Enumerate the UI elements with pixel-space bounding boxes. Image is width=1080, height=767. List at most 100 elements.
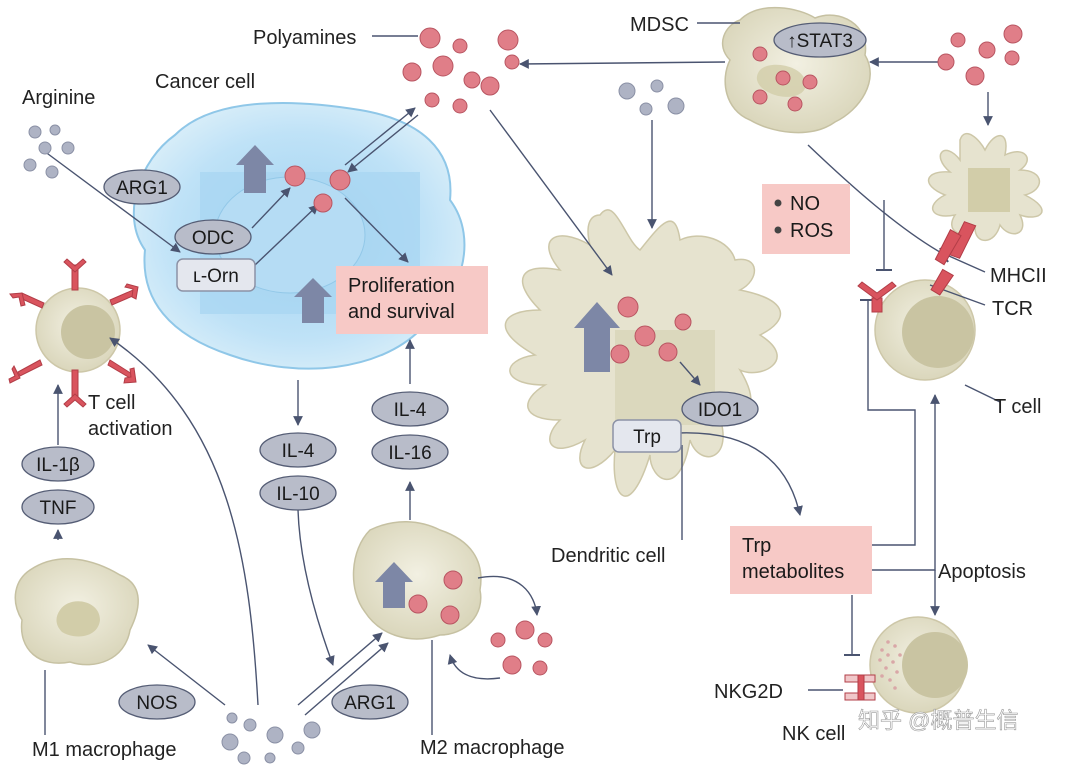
nkg2d-label: NKG2D (714, 681, 783, 703)
il1b-pill: IL-1β (21, 446, 95, 482)
trp-to-metabolites-arrow (677, 432, 803, 516)
trp-metabolites-line-2: metabolites (742, 561, 844, 583)
il16-pill: IL-16 (371, 434, 449, 470)
arginine-to-lorn-arrow (39, 147, 181, 253)
mdsc-label: MDSC (630, 14, 689, 36)
polyamine-dot (463, 71, 481, 89)
polyamine-dot (408, 594, 428, 614)
polyamine-to-ido1-arrow (679, 361, 701, 386)
mhcii-tcr-receptors (930, 221, 977, 296)
arginine-dot (45, 165, 59, 179)
apoptosis-label: Apoptosis (938, 561, 1026, 583)
polyamine-dot (937, 53, 955, 71)
l-orn-label: ʟ-Orn (193, 266, 239, 287)
proliferation-line-1: Proliferation (348, 275, 455, 297)
arginine-dot (650, 79, 664, 93)
arginine-dot (226, 712, 238, 724)
dendritic-cell-label: Dendritic cell (551, 545, 665, 567)
ido1-label: IDO1 (698, 400, 742, 421)
polyamine-dot (490, 632, 506, 648)
polyamine-dot (502, 655, 522, 675)
ros-label: ROS (790, 220, 833, 242)
polyamine-dot (965, 66, 985, 86)
odc-pill: ODC (174, 219, 252, 255)
no-ros-box: NO ROS (762, 184, 850, 254)
pathway-arrows (39, 22, 1001, 735)
polyamine-dot (610, 344, 630, 364)
polyamine-dot (329, 169, 351, 191)
nk-cell-label: NK cell (782, 723, 845, 745)
odc-to-polyamine-arrow (251, 187, 291, 229)
il10-to-m2-arrow (297, 509, 335, 666)
polyamine-dot (658, 342, 678, 362)
polyamine-dot (515, 620, 535, 640)
protein-pills: ↑STAT3ARG1ODCIL-1βTNFIL-4IL-10IL-4IL-16N… (21, 22, 867, 720)
arginine-to-m2-arrow-2 (304, 642, 389, 716)
il1b-label: IL-1β (36, 455, 80, 476)
arginine-dot (61, 141, 75, 155)
polyamine-dot (802, 74, 818, 90)
arginine-dot (49, 124, 61, 136)
trp-metabolites-line-1: Trp (742, 535, 771, 557)
il10-label: IL-10 (276, 484, 319, 505)
arginine-label: Arginine (22, 87, 95, 109)
activated-t-cell (35, 287, 121, 373)
polyamine-dot (634, 325, 656, 347)
tnf-label: TNF (40, 498, 77, 519)
il16-label: IL-16 (388, 443, 431, 464)
cancer-polyamine-in-arrow (347, 114, 419, 173)
watermark-text: 知乎 @概普生信 (858, 708, 1018, 733)
t-cell (874, 279, 976, 381)
arg1-top-label: ARG1 (116, 178, 168, 199)
polyamine-dot (752, 46, 768, 62)
polyamine-dot (537, 632, 553, 648)
arginine-dot (291, 741, 305, 755)
tcell-left-receptor (857, 281, 897, 313)
polyamine-dot (950, 32, 966, 48)
stat3-pill: ↑STAT3 (773, 22, 867, 58)
polyamines-to-dendritic-arrow (489, 109, 613, 276)
polyamines-label: Polyamines (253, 27, 356, 49)
tcr-label: TCR (992, 298, 1033, 320)
m2-up-arrow (375, 562, 413, 608)
arginine-dot (23, 158, 37, 172)
polyamine-dot (452, 38, 468, 54)
polyamine-dot (419, 27, 441, 49)
proliferation-line-2: and survival (348, 301, 455, 323)
nk-cell (869, 616, 968, 714)
cancer-cell-up-arrow (236, 145, 274, 193)
ros-bullet-icon (774, 226, 782, 234)
arginine-to-m2-arrow-1 (297, 632, 383, 706)
arginine-to-m1-arrow (147, 644, 226, 706)
lorn-to-polyamine-arrow (254, 204, 319, 266)
mdsc-to-polyamines-arrow (519, 59, 726, 69)
mhcii-label: MHCII (990, 265, 1047, 287)
no-label: NO (790, 193, 820, 215)
m2-macrophage-label: M2 macrophage (420, 737, 565, 759)
polyamine-dot (452, 98, 468, 114)
receptors (8, 221, 977, 701)
arginine-dot (243, 718, 257, 732)
no-bullet-icon (774, 199, 782, 207)
polyamine-dot (440, 605, 460, 625)
arg1-bottom-pill: ARG1 (331, 684, 409, 720)
apoptosis-to-tcell-arrow (872, 394, 940, 571)
polyamine-dot (424, 92, 440, 108)
t-cell-label: T cell (994, 396, 1041, 418)
arginine-to-tcell-arrow (109, 337, 259, 706)
polyamine-dot (497, 29, 519, 51)
molecule-dots (23, 24, 1023, 765)
m1-macrophage (14, 558, 139, 666)
polyamine-dot (978, 41, 996, 59)
polyamine-dot (775, 70, 791, 86)
polyamine-to-proliferation-arrow (344, 197, 409, 263)
arginine-dot (639, 102, 653, 116)
tnf-pill: TNF (21, 489, 95, 525)
polyamine-dot (787, 96, 803, 112)
antigen-presenting-cell (927, 133, 1043, 242)
trp-inhibit-tcell-line (867, 300, 916, 546)
m2-polyamine-out-arrow (477, 575, 541, 616)
cancer-cell-up-arrow-2 (294, 278, 332, 323)
t-cell-activation-label-2: activation (88, 418, 173, 440)
polyamine-dot (402, 62, 422, 82)
